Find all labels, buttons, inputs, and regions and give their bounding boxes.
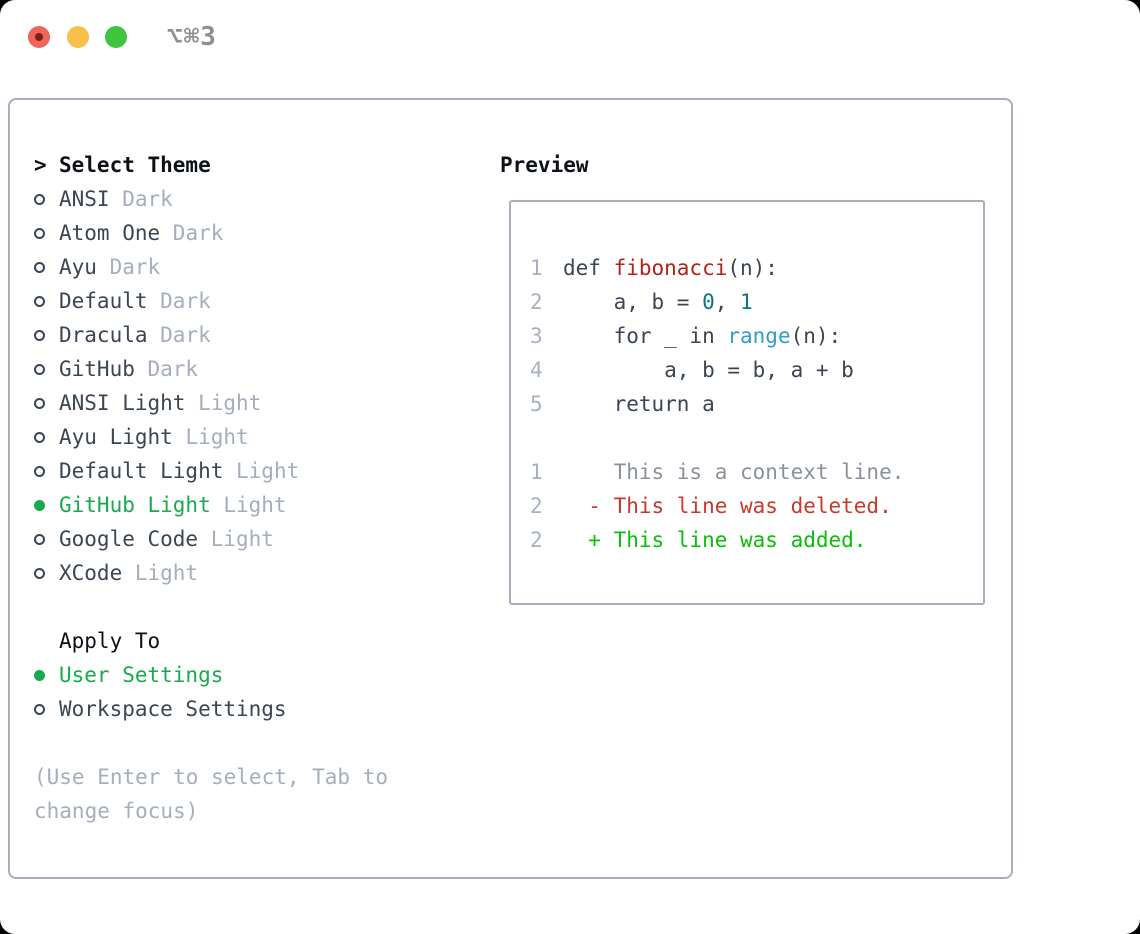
theme-option-default-dark[interactable]: Default Dark bbox=[34, 284, 500, 318]
theme-option-ayu-dark[interactable]: Ayu Dark bbox=[34, 250, 500, 284]
preview-block-gap bbox=[530, 421, 983, 455]
radio-icon bbox=[34, 295, 45, 307]
theme-variant-tag: Light bbox=[134, 561, 199, 585]
line-number: 1 bbox=[530, 256, 543, 280]
apply-to-header: Apply To bbox=[59, 629, 161, 653]
diff-context-line: 1 This is a context line. bbox=[530, 455, 983, 489]
radio-icon bbox=[34, 567, 45, 579]
radio-icon bbox=[34, 465, 45, 477]
theme-variant-tag: Light bbox=[223, 493, 287, 517]
prompt-icon: > bbox=[34, 152, 47, 177]
number-token: 0 bbox=[702, 290, 715, 314]
radio-icon bbox=[34, 227, 45, 239]
help-text-line-2: change focus) bbox=[34, 799, 199, 823]
code-line: 3 for _ in range(n): bbox=[530, 319, 983, 353]
section-gap bbox=[34, 590, 500, 624]
minimize-button[interactable] bbox=[67, 26, 89, 48]
close-button-dot-icon bbox=[35, 33, 43, 41]
theme-option-ayu-light[interactable]: Ayu Light Light bbox=[34, 420, 500, 454]
theme-option-xcode-light[interactable]: XCode Light bbox=[34, 556, 500, 590]
code-line: 2 a, b = 0, 1 bbox=[530, 285, 983, 319]
number-token: 1 bbox=[740, 290, 753, 314]
radio-icon bbox=[34, 533, 45, 545]
radio-icon bbox=[34, 363, 45, 375]
theme-list-title: Select Theme bbox=[59, 153, 211, 177]
code-line: 4 a, b = b, a + b bbox=[530, 353, 983, 387]
radio-icon bbox=[34, 703, 45, 715]
builtin-call-token: range bbox=[727, 324, 791, 348]
theme-list-header: > Select Theme bbox=[34, 148, 500, 182]
apply-option-user-settings[interactable]: User Settings bbox=[34, 658, 500, 692]
diff-added-line: 2 + This line was added. bbox=[530, 523, 983, 557]
radio-icon bbox=[34, 261, 45, 273]
theme-list-column: > Select Theme ANSI Dark Atom One Dark A… bbox=[34, 148, 500, 877]
close-button[interactable] bbox=[28, 26, 50, 48]
code-line: 5 return a bbox=[530, 387, 983, 421]
theme-option-ansi-dark[interactable]: ANSI Dark bbox=[34, 182, 500, 216]
radio-selected-icon bbox=[34, 499, 45, 511]
theme-option-github-light[interactable]: GitHub Light Light bbox=[34, 488, 500, 522]
preview-diff-block: 1 This is a context line. 2 - This line … bbox=[530, 455, 983, 557]
preview-title: Preview bbox=[500, 153, 589, 177]
theme-option-github-dark[interactable]: GitHub Dark bbox=[34, 352, 500, 386]
theme-variant-tag: Dark bbox=[160, 323, 211, 347]
window-title: ⌥⌘3 bbox=[167, 22, 217, 52]
theme-variant-tag: Dark bbox=[160, 289, 211, 313]
line-number: 2 bbox=[530, 494, 543, 518]
theme-option-google-code-light[interactable]: Google Code Light bbox=[34, 522, 500, 556]
diff-deleted-line: 2 - This line was deleted. bbox=[530, 489, 983, 523]
line-number: 1 bbox=[530, 460, 543, 484]
theme-variant-tag: Dark bbox=[172, 221, 224, 245]
theme-variant-tag: Dark bbox=[109, 255, 161, 279]
section-gap bbox=[34, 726, 500, 760]
theme-option-atom-one-dark[interactable]: Atom One Dark bbox=[34, 216, 500, 250]
theme-variant-tag: Light bbox=[236, 459, 300, 483]
theme-picker-panel: > Select Theme ANSI Dark Atom One Dark A… bbox=[8, 98, 1013, 879]
theme-variant-tag: Dark bbox=[122, 187, 173, 211]
title-bar: ⌥⌘3 bbox=[0, 0, 1140, 98]
radio-icon bbox=[34, 329, 45, 341]
theme-variant-tag: Light bbox=[185, 425, 249, 449]
theme-variant-tag: Light bbox=[210, 527, 274, 551]
radio-icon bbox=[34, 431, 45, 443]
line-number: 5 bbox=[530, 392, 543, 416]
theme-variant-tag: Light bbox=[198, 391, 262, 415]
function-name-token: fibonacci bbox=[613, 256, 728, 280]
radio-selected-icon bbox=[34, 669, 45, 681]
theme-option-dracula-dark[interactable]: Dracula Dark bbox=[34, 318, 500, 352]
radio-icon bbox=[34, 193, 45, 205]
theme-variant-tag: Dark bbox=[147, 357, 199, 381]
zoom-button[interactable] bbox=[105, 26, 127, 48]
apply-option-workspace-settings[interactable]: Workspace Settings bbox=[34, 692, 500, 726]
line-number: 2 bbox=[530, 290, 543, 314]
line-number: 2 bbox=[530, 528, 543, 552]
radio-icon bbox=[34, 397, 45, 409]
help-text-line-1: (Use Enter to select, Tab to bbox=[34, 765, 389, 789]
line-number: 3 bbox=[530, 324, 543, 348]
theme-option-ansi-light[interactable]: ANSI Light Light bbox=[34, 386, 500, 420]
line-number: 4 bbox=[530, 358, 543, 382]
theme-option-default-light[interactable]: Default Light Light bbox=[34, 454, 500, 488]
